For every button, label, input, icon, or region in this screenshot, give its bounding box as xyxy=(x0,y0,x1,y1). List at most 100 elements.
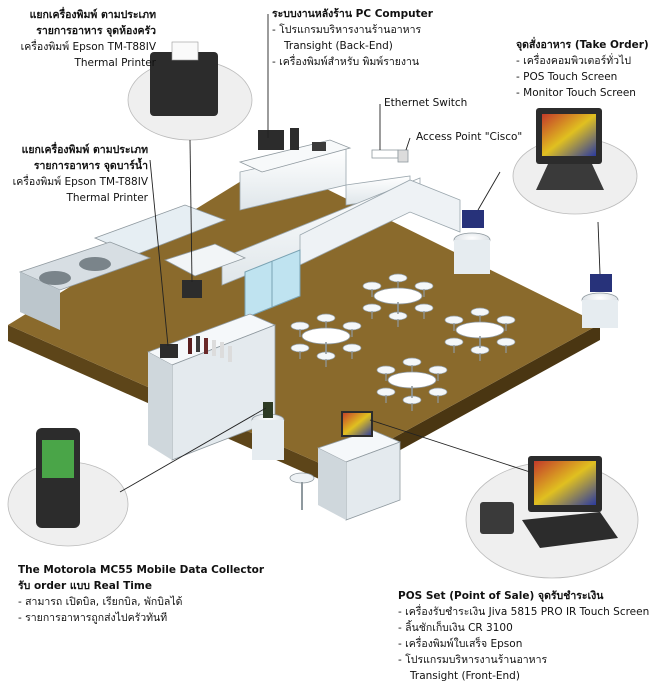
pos-set-item: เครื่องรับชำระเงิน Jiva 5815 PRO IR Touc… xyxy=(398,604,649,620)
kitchen-printer-title-2: รายการอาหาร จุดห้องครัว xyxy=(36,25,156,37)
dining-tables xyxy=(290,273,516,411)
connector-line xyxy=(119,407,267,493)
dining-chair xyxy=(444,315,464,325)
bar-printer-label: แยกเครื่องพิมพ์ ตามประเภท รายการอาหาร จุ… xyxy=(8,142,148,206)
dining-chair xyxy=(362,281,382,291)
pos-terminal-screen xyxy=(341,411,373,437)
mobile-title: The Motorola MC55 Mobile Data Collector xyxy=(18,564,265,576)
dining-chair xyxy=(342,321,362,331)
access-point-label: Access Point "Cisco" xyxy=(416,131,523,143)
pc-monitor xyxy=(258,130,284,150)
connector-line xyxy=(149,159,169,347)
dining-chair xyxy=(414,303,434,313)
take-order-item: Monitor Touch Screen xyxy=(516,85,649,101)
connector-line xyxy=(369,419,531,473)
dining-chair xyxy=(290,343,310,353)
dining-table xyxy=(387,371,437,389)
dining-table xyxy=(373,287,423,305)
bar-printer-title-1: แยกเครื่องพิมพ์ ตามประเภท xyxy=(21,144,148,156)
bottle xyxy=(196,336,200,352)
pos-touch-screen-display xyxy=(542,114,596,156)
dining-chair xyxy=(444,337,464,347)
connector-lines xyxy=(119,14,601,493)
connector-line xyxy=(189,139,193,283)
mobile-label: The Motorola MC55 Mobile Data Collector … xyxy=(18,562,264,626)
mobile-cradle xyxy=(263,402,273,418)
order-podium-body xyxy=(454,240,490,274)
back-office-title: ระบบงานหลังร้าน PC Computer xyxy=(272,8,433,20)
back-office-item-cont: Transight (Back-End) xyxy=(284,40,393,52)
burner xyxy=(79,257,111,271)
bottle xyxy=(212,340,216,356)
mobile-item: สามารถ เปิดบิล, เรียกบิล, พักบิลได้ xyxy=(18,594,264,610)
pos-set-item: โปรแกรมบริหารงานร้านอาหาร xyxy=(398,652,649,668)
dining-chair xyxy=(428,387,448,397)
pos-set-item: ลิ้นชักเก็บเงิน CR 3100 xyxy=(398,620,649,636)
cash-drawer xyxy=(522,512,618,548)
pos-set-title: POS Set (Point of Sale) จุดรับชำระเงิน xyxy=(398,590,604,602)
dining-chair xyxy=(376,365,396,375)
connector-line xyxy=(405,137,411,151)
bottle xyxy=(188,338,192,354)
take-order-item: เครื่องคอมพิวเตอร์ทั่วไป xyxy=(516,53,649,69)
back-office-item: โปรแกรมบริหารงานร้านอาหาร xyxy=(272,22,433,38)
mobile-podium-body xyxy=(252,420,284,460)
dining-chair xyxy=(496,315,516,325)
bar-printer-type: Thermal Printer xyxy=(66,192,148,204)
take-order-title: จุดสั่งอาหาร (Take Order) xyxy=(516,39,649,51)
order-touch-screen xyxy=(462,210,484,228)
pc-tower xyxy=(290,128,299,150)
ethernet-switch-device xyxy=(371,149,399,159)
bar-thermal-printer xyxy=(160,344,178,358)
receipt-printer xyxy=(480,502,514,534)
pos-set-item: เครื่องพิมพ์ใบเสร็จ Epson xyxy=(398,636,649,652)
dining-chair xyxy=(342,343,362,353)
dining-chair xyxy=(496,337,516,347)
pos-counter-side xyxy=(318,448,346,520)
pos-set-display xyxy=(534,461,596,505)
pos-set-label: POS Set (Point of Sale) จุดรับชำระเงิน เ… xyxy=(398,588,649,684)
dining-chair xyxy=(428,365,448,375)
bottle xyxy=(220,342,224,358)
dining-chair xyxy=(316,313,336,323)
dining-chair xyxy=(388,273,408,283)
dining-table xyxy=(455,321,505,339)
access-point-device xyxy=(397,149,409,163)
kitchen-printer-type: Thermal Printer xyxy=(74,57,156,69)
bar-printer-title-2: รายการอาหาร จุดบาร์น้ำ xyxy=(33,160,148,172)
kitchen-printer-title-1: แยกเครื่องพิมพ์ ตามประเภท xyxy=(29,9,156,21)
bar-counter-side xyxy=(148,352,172,460)
connector-line xyxy=(477,171,501,211)
order-podium-body xyxy=(582,300,618,328)
bar-stool-seat xyxy=(289,472,315,484)
mobile-item: รายการอาหารถูกส่งไปครัวทันที xyxy=(18,610,264,626)
dining-chair xyxy=(362,303,382,313)
pos-set-item-cont: Transight (Front-End) xyxy=(410,670,520,682)
report-printer xyxy=(312,142,326,151)
bottle xyxy=(228,346,232,362)
dining-chair xyxy=(402,357,422,367)
epson-paper-kitchen xyxy=(171,41,199,61)
kitchen-printer-model: เครื่องพิมพ์ Epson TM-T88IV xyxy=(20,41,156,53)
floor-plate xyxy=(8,162,600,470)
kitchen-printer-label: แยกเครื่องพิมพ์ ตามประเภท รายการอาหาร จุ… xyxy=(8,7,156,71)
take-order-label: จุดสั่งอาหาร (Take Order) เครื่องคอมพิวเ… xyxy=(516,37,649,101)
connector-line xyxy=(597,221,601,275)
motorola-mc55-screen xyxy=(42,440,74,478)
mobile-subtitle: รับ order แบบ Real Time xyxy=(18,580,152,592)
pos-touch-screen-base xyxy=(536,164,604,190)
dining-chair xyxy=(290,321,310,331)
dining-chair xyxy=(414,281,434,291)
back-office-item: เครื่องพิมพ์สำหรับ พิมพ์รายงาน xyxy=(272,54,433,70)
dining-table xyxy=(301,327,351,345)
kitchen-table xyxy=(163,243,247,277)
dining-chair xyxy=(470,307,490,317)
kitchen-thermal-printer xyxy=(182,280,202,298)
dining-chair xyxy=(376,387,396,397)
back-office-label: ระบบงานหลังร้าน PC Computer โปรแกรมบริหา… xyxy=(272,6,433,70)
epson-printer-kitchen xyxy=(150,52,218,116)
floor-slab-front xyxy=(335,324,600,486)
burner xyxy=(39,271,71,285)
